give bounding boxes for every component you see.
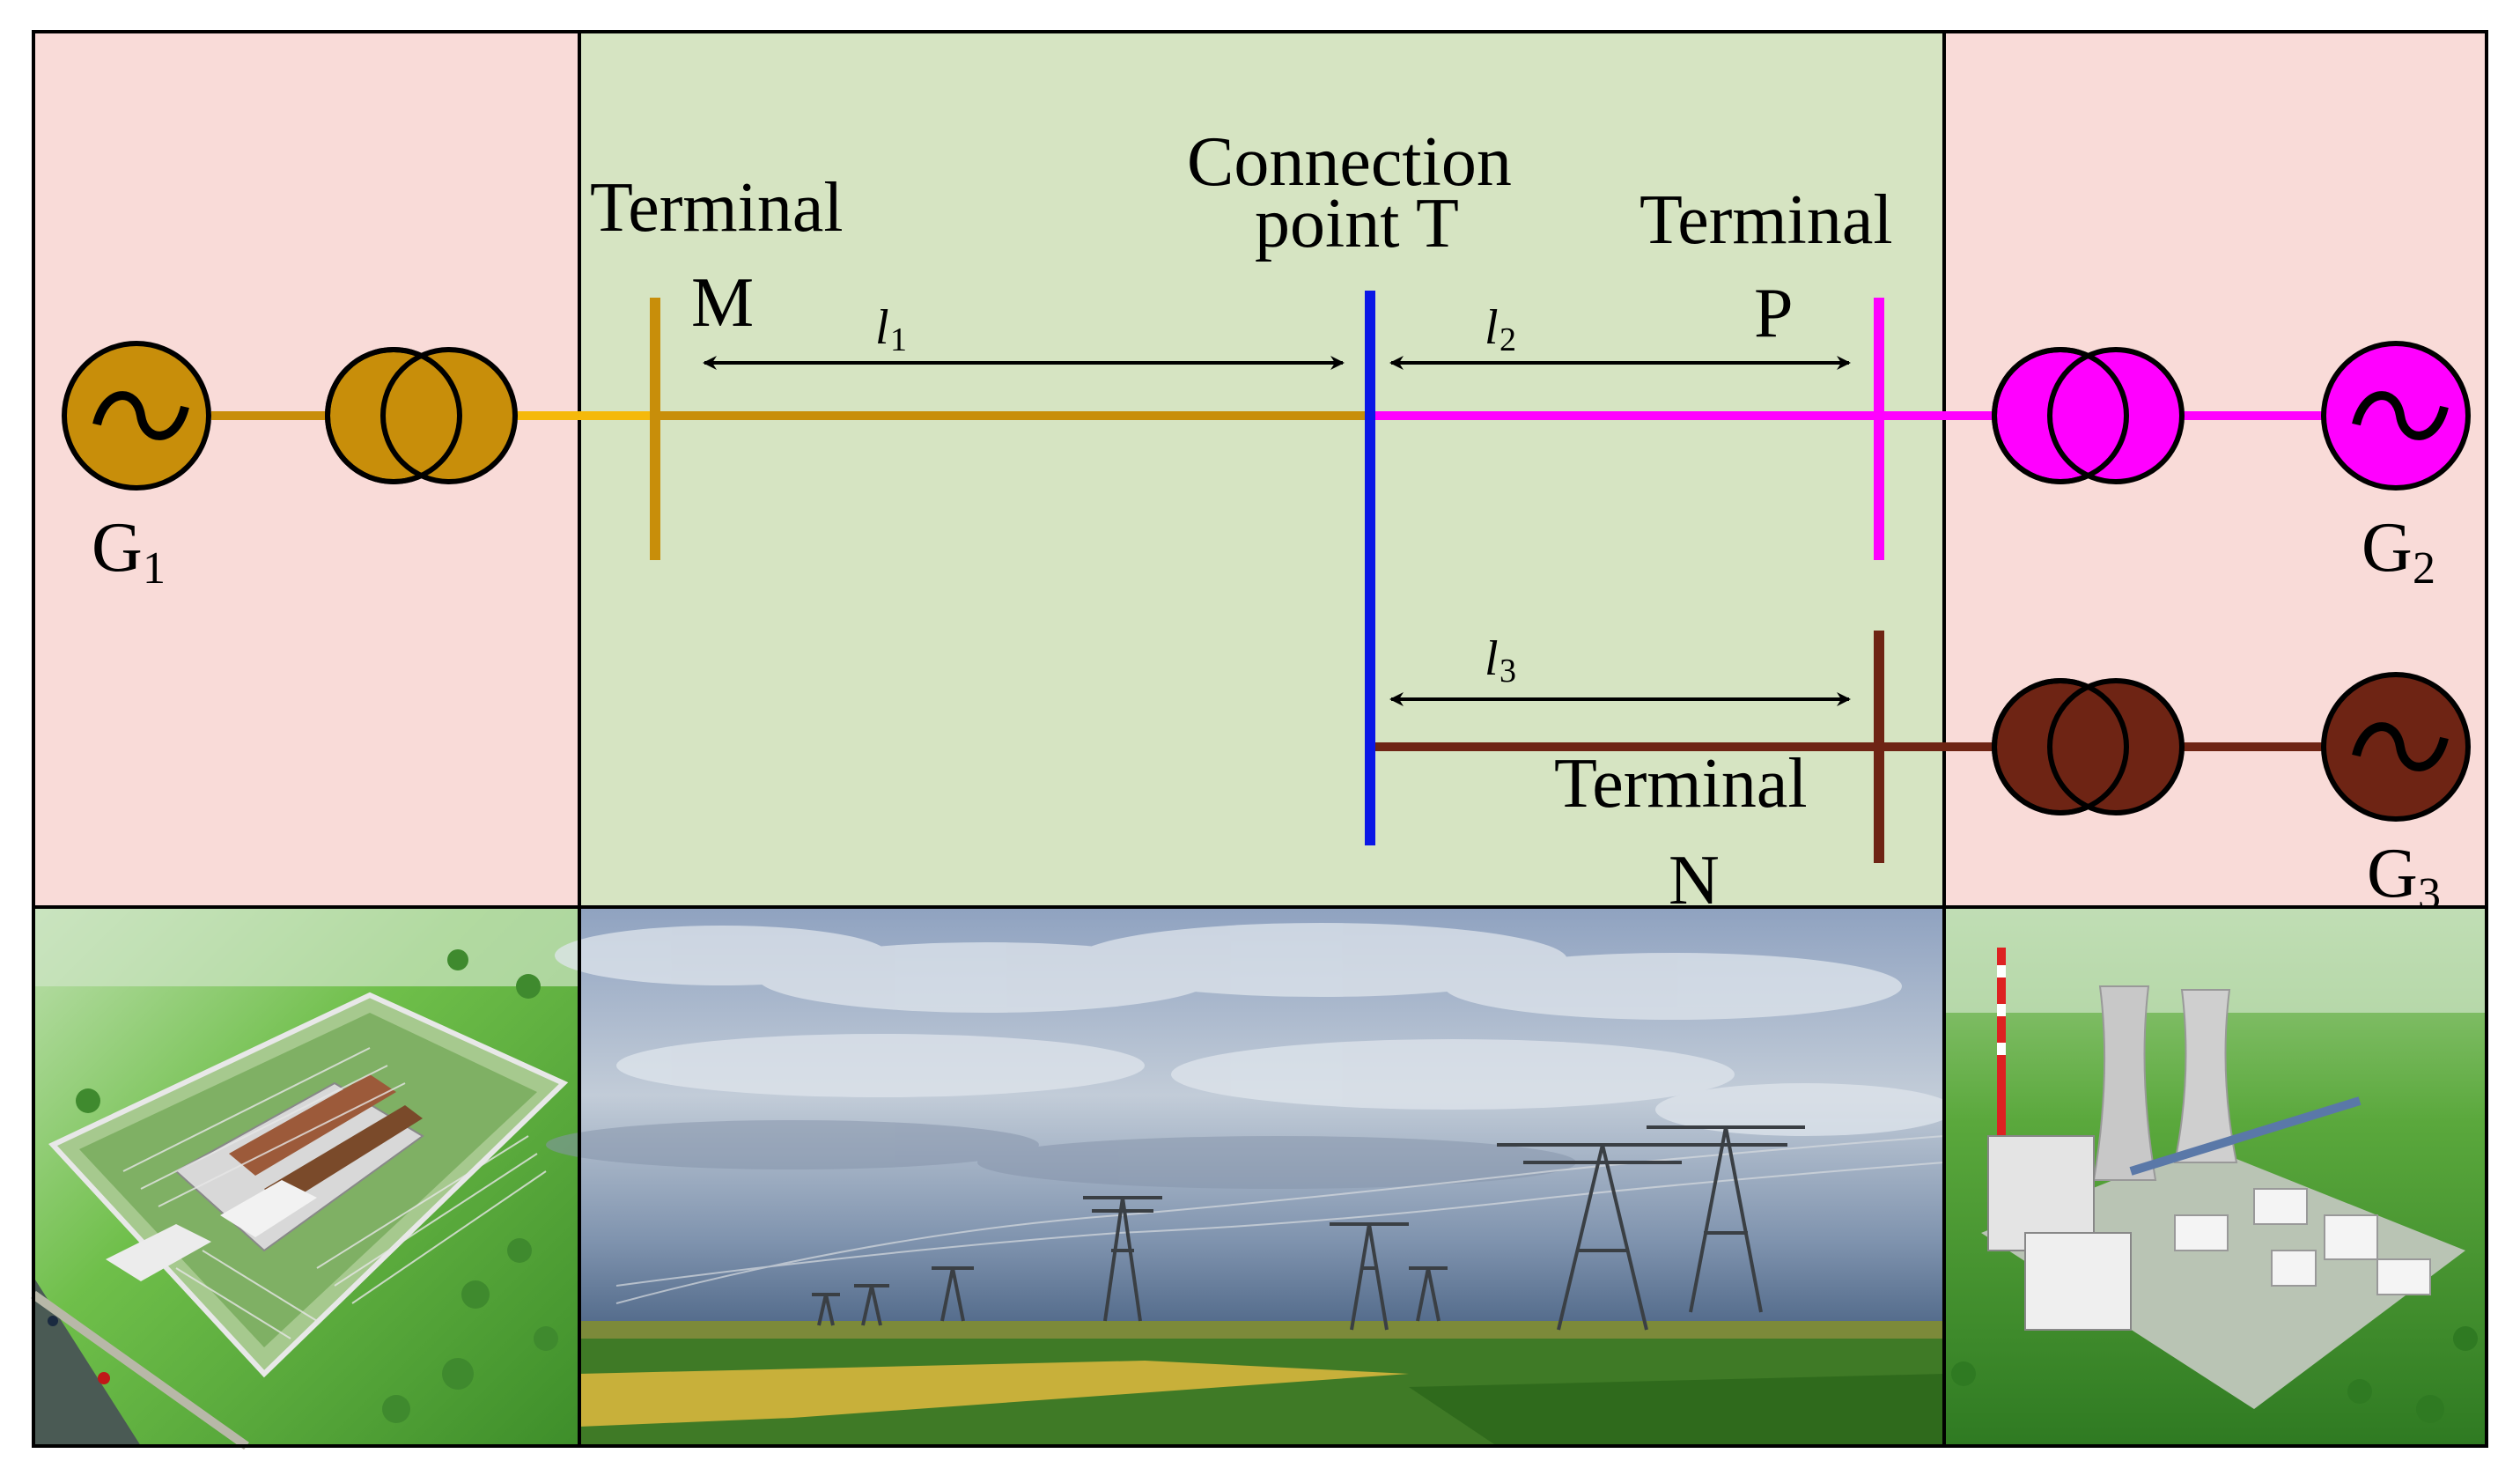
g3-label: G — [2367, 835, 2418, 912]
l1-label: l — [875, 300, 889, 355]
g2-label: G — [2362, 509, 2413, 587]
photo-strip-frame — [32, 905, 2488, 1448]
l2-label: l — [1485, 300, 1499, 355]
terminal-m-label: Terminal — [590, 169, 844, 247]
substation-aerial-photo — [31, 907, 579, 1450]
g1-label: G — [92, 509, 143, 587]
g2-subscript: 2 — [2413, 543, 2435, 594]
generator-g2-icon — [2321, 341, 2471, 491]
transformer-g1-icon — [325, 347, 518, 484]
l1-subscript: 1 — [890, 321, 907, 358]
transformer-g3-icon — [1992, 678, 2185, 815]
l3-label: l — [1485, 631, 1499, 686]
transformer-g2-icon — [1992, 347, 2185, 484]
g1-subscript: 1 — [143, 543, 166, 594]
terminal-p-label: Terminal — [1639, 181, 1893, 259]
transmission-towers-photo — [546, 907, 1955, 1446]
connection-point-label-line2: point T — [1255, 185, 1459, 262]
generator-g3-icon — [2321, 672, 2471, 822]
center-panel — [579, 32, 1944, 907]
terminal-n-label: Terminal — [1554, 745, 1808, 823]
terminal-m-letter: M — [691, 264, 754, 342]
l3-subscript: 3 — [1499, 653, 1516, 690]
power-plant-aerial-photo — [1944, 907, 2487, 1446]
generator-g1-icon — [62, 341, 211, 491]
connection-point-label-line1: Connection — [1187, 123, 1512, 201]
terminal-p-letter: P — [1754, 275, 1794, 352]
l2-subscript: 2 — [1499, 321, 1516, 358]
